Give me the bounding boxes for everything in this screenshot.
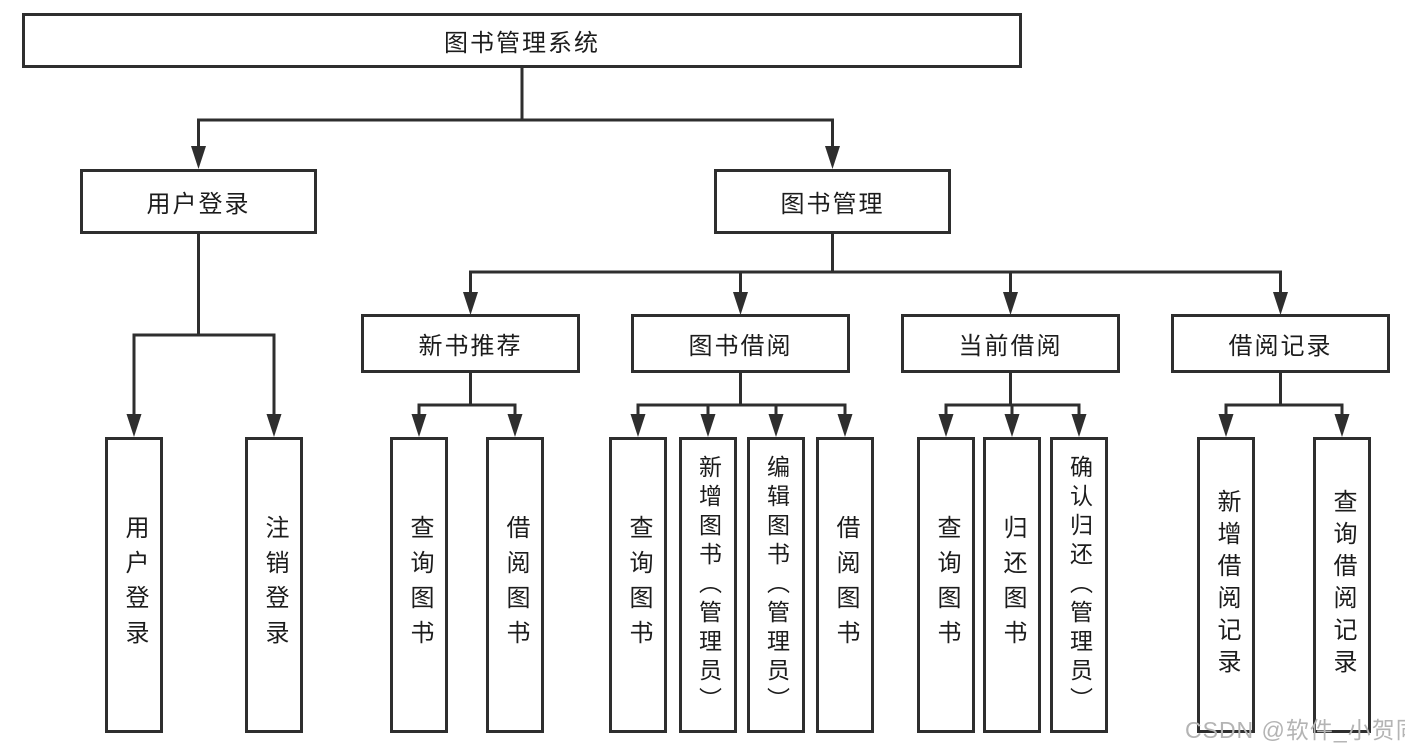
arrowhead-icon	[1004, 414, 1020, 437]
leaf-label: 新增借阅记录	[1213, 489, 1240, 681]
arrowhead-icon	[126, 414, 142, 437]
arrowhead-icon	[837, 414, 853, 437]
leaf-query-books-current: 查询图书	[917, 437, 975, 733]
connector-current-to-leaves	[938, 373, 1087, 437]
node-book-management-branch: 图书管理	[714, 169, 951, 234]
node-label: 新书推荐	[418, 333, 523, 360]
leaf-user-login: 用户登录	[105, 437, 163, 733]
leaf-borrow-books-recommend: 借阅图书	[486, 437, 544, 733]
watermark: CSDN @软件_小贺同学	[1185, 717, 1405, 743]
node-label: 用户登录	[146, 191, 251, 218]
arrowhead-icon	[700, 414, 716, 437]
leaf-label: 查询图书	[933, 515, 960, 655]
leaf-label: 借阅图书	[832, 515, 859, 655]
connector-root-to-level1	[191, 68, 840, 169]
connector-records-to-leaves	[1218, 373, 1350, 437]
leaf-confirm-return-admin: 确认归还（管理员）	[1050, 437, 1108, 733]
leaf-label: 查询图书	[406, 515, 433, 655]
node-label: 当前借阅	[958, 333, 1063, 360]
node-borrowing-records: 借阅记录	[1171, 314, 1390, 373]
arrowhead-icon	[733, 292, 748, 315]
leaf-label: 查询借阅记录	[1329, 489, 1356, 681]
node-user-login-branch: 用户登录	[80, 169, 317, 234]
node-current-borrowing: 当前借阅	[901, 314, 1120, 373]
arrowhead-icon	[1071, 414, 1087, 437]
arrowhead-icon	[266, 414, 282, 437]
arrowhead-icon	[938, 414, 954, 437]
leaf-add-book-admin: 新增图书（管理员）	[679, 437, 737, 733]
arrowhead-icon	[191, 146, 206, 169]
connector-login-to-leaves	[126, 234, 282, 437]
leaf-query-borrow-record: 查询借阅记录	[1313, 437, 1371, 733]
arrowhead-icon	[630, 414, 646, 437]
arrowhead-icon	[507, 414, 523, 437]
arrowhead-icon	[1273, 292, 1288, 315]
arrowhead-icon	[825, 146, 840, 169]
leaf-label: 新增图书（管理员）	[695, 454, 722, 716]
arrowhead-icon	[463, 292, 478, 315]
leaf-label: 借阅图书	[502, 515, 529, 655]
leaf-add-borrow-record: 新增借阅记录	[1197, 437, 1255, 733]
node-label: 图书借阅	[688, 333, 793, 360]
connector-recommend-to-leaves	[411, 373, 523, 437]
connector-mgmt-to-level2	[463, 234, 1288, 315]
node-label: 借阅记录	[1228, 333, 1333, 360]
node-label: 图书管理	[780, 191, 885, 218]
arrowhead-icon	[411, 414, 427, 437]
connector-borrow-to-leaves	[630, 373, 853, 437]
leaf-label: 编辑图书（管理员）	[763, 454, 790, 716]
arrowhead-icon	[1334, 414, 1350, 437]
leaf-logout: 注销登录	[245, 437, 303, 733]
arrowhead-icon	[768, 414, 784, 437]
arrowhead-icon	[1218, 414, 1234, 437]
leaf-borrow-books: 借阅图书	[816, 437, 874, 733]
arrowhead-icon	[1003, 292, 1018, 315]
leaf-query-books-borrow: 查询图书	[609, 437, 667, 733]
node-label: 图书管理系统	[444, 30, 600, 57]
node-book-borrowing: 图书借阅	[631, 314, 850, 373]
leaf-return-books: 归还图书	[983, 437, 1041, 733]
leaf-label: 用户登录	[121, 515, 148, 655]
node-new-book-recommend: 新书推荐	[361, 314, 580, 373]
leaf-label: 归还图书	[999, 515, 1026, 655]
leaf-label: 注销登录	[261, 515, 288, 655]
leaf-label: 查询图书	[625, 515, 652, 655]
leaf-edit-book-admin: 编辑图书（管理员）	[747, 437, 805, 733]
node-root-system: 图书管理系统	[22, 13, 1022, 68]
leaf-query-books-recommend: 查询图书	[390, 437, 448, 733]
leaf-label: 确认归还（管理员）	[1066, 454, 1093, 716]
